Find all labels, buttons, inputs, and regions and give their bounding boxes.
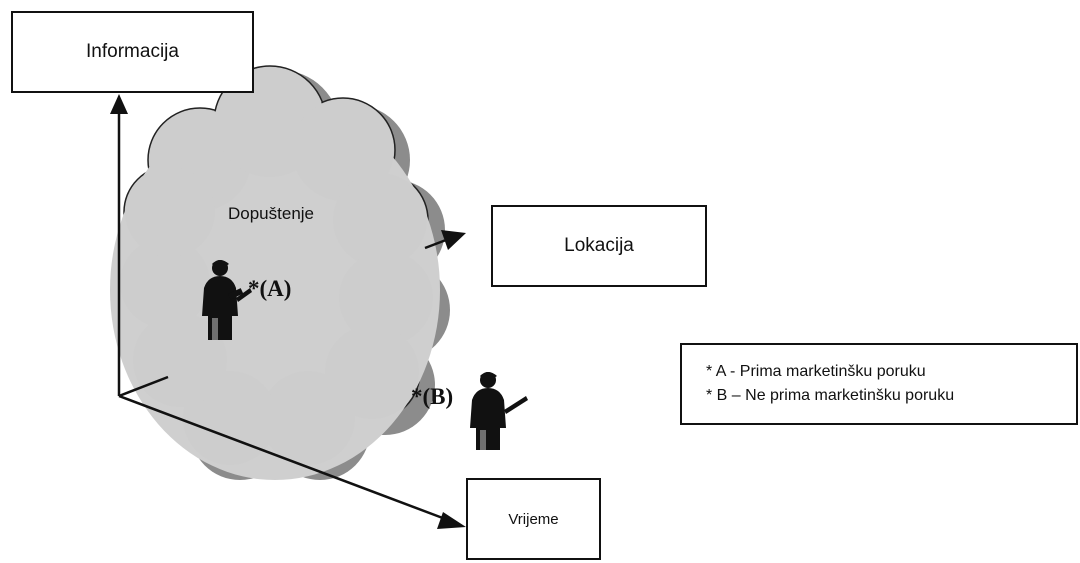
location-axis-near (118, 375, 169, 398)
location-label: Lokacija (564, 235, 634, 256)
marker-b: *(B) (411, 384, 454, 409)
axes (110, 94, 466, 529)
time-axis (118, 394, 449, 522)
legend-box: * A - Prima marketinšku poruku * B – Ne … (680, 343, 1078, 425)
location-axis-far (424, 238, 447, 250)
location-box: Lokacija (491, 205, 707, 287)
location-axis-arrowhead (441, 230, 466, 250)
cloud-label: Dopuštenje (228, 204, 315, 223)
person-a-icon (202, 260, 252, 340)
cloud-inner (120, 67, 433, 465)
marker-a: *(A) (248, 276, 292, 301)
information-label: Informacija (86, 41, 179, 62)
legend-line-a: * A - Prima marketinšku poruku (706, 363, 926, 380)
time-box: Vrijeme (466, 478, 601, 560)
time-label: Vrijeme (508, 510, 559, 528)
time-axis-arrowhead (437, 512, 466, 529)
legend-line-b: * B – Ne prima marketinšku poruku (706, 387, 955, 404)
information-box: Informacija (11, 11, 254, 93)
information-axis-arrowhead (110, 94, 128, 114)
person-b-icon (470, 372, 528, 450)
